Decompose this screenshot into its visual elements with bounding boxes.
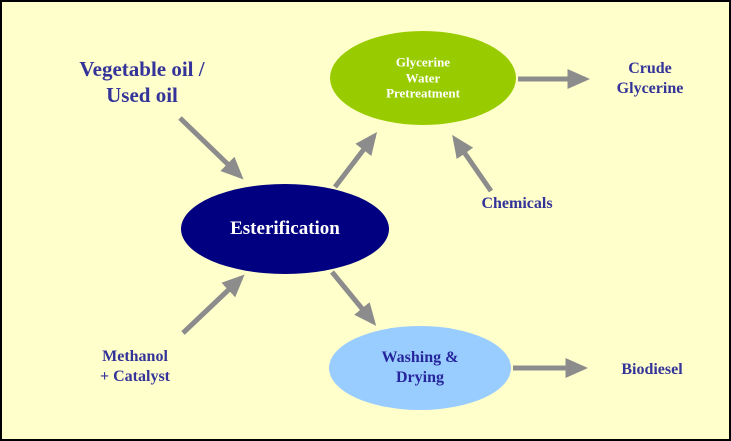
esterification-label: Esterification: [230, 218, 340, 240]
methanol-line1: Methanol: [102, 348, 168, 365]
glycerine-line3: Pretreatment: [386, 85, 460, 101]
washing-line2: Drying: [395, 369, 444, 386]
crude-glycerine-label: Crude Glycerine: [617, 59, 684, 99]
glycerine-line2: Water: [405, 70, 441, 86]
crude-glycerine-line1: Crude: [628, 60, 672, 77]
washing-drying-label: Washing & Drying: [382, 348, 459, 388]
washing-line1: Washing &: [381, 349, 459, 366]
methanol-line2: + Catalyst: [100, 368, 170, 385]
arrow-vegetable-oil-to-esterification: [178, 116, 244, 180]
biodiesel-label: Biodiesel: [621, 361, 683, 378]
washing-drying-node: [329, 326, 511, 410]
esterification-node: [181, 184, 389, 274]
glycerine-line1: Glycerine: [395, 54, 451, 70]
crude-glycerine-line2: Glycerine: [616, 80, 684, 97]
vegetable-oil-line1: Vegetable oil /: [79, 56, 205, 81]
vegetable-oil-label: Vegetable oil / Used oil: [79, 56, 204, 109]
arrow-methanol-to-esterification: [181, 274, 245, 335]
chemicals-label: Chemicals: [481, 195, 553, 212]
glycerine-pretreatment-node: [330, 31, 516, 125]
arrow-chemicals-to-glycerine: [452, 134, 494, 193]
vegetable-oil-line2: Used oil: [106, 83, 178, 107]
arrow-esterification-to-washing: [330, 270, 377, 326]
glycerine-pretreatment-label: Glycerine Water Pretreatment: [386, 55, 460, 102]
arrow-esterification-to-glycerine: [333, 132, 378, 189]
methanol-catalyst-label: Methanol + Catalyst: [100, 347, 170, 387]
